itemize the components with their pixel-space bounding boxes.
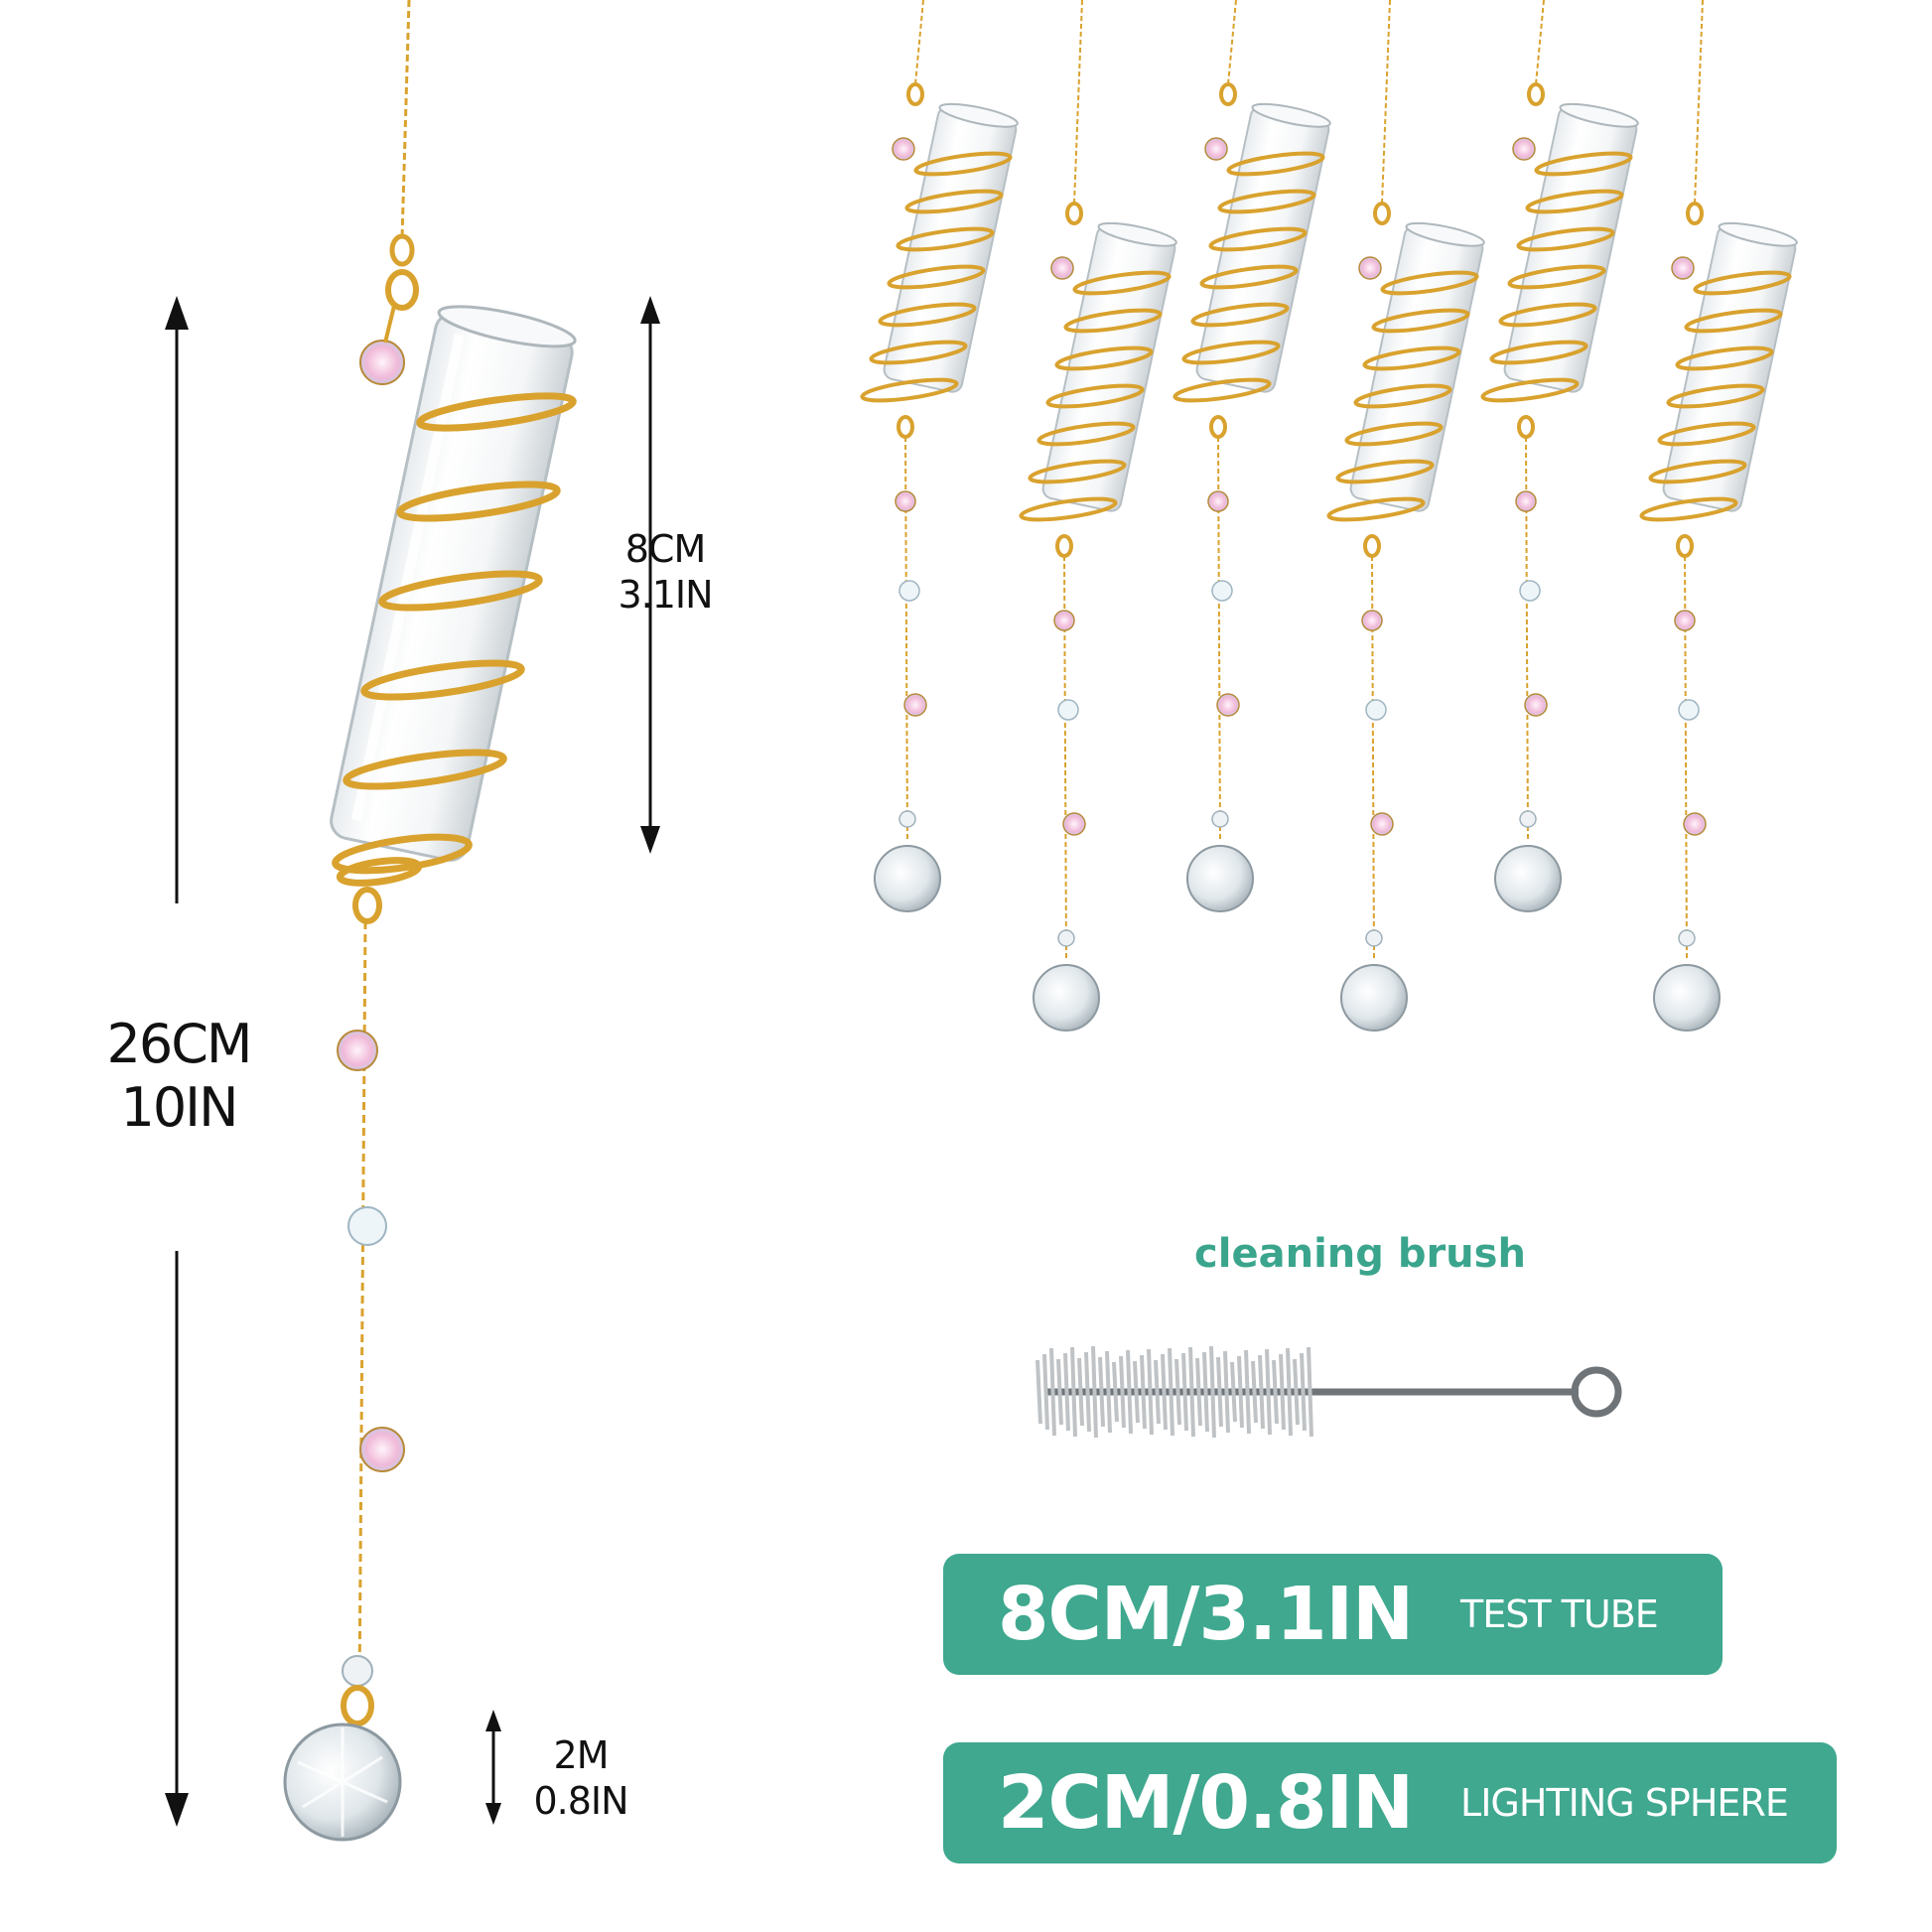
sphere-size-cm: 2M — [553, 1733, 610, 1777]
main-bead-4 — [342, 1655, 373, 1687]
pendant-2 — [1019, 0, 1177, 1032]
tube-length-cm: 8CM — [624, 527, 707, 571]
main-bead-3 — [359, 1427, 405, 1472]
spec-sphere-label: LIGHTING SPHERE — [1460, 1781, 1789, 1825]
main-top-chain — [400, 0, 411, 239]
spec-pill-sphere: 2CM/0.8IN LIGHTING SPHERE — [943, 1742, 1837, 1863]
overall-length-arrow — [165, 296, 189, 1827]
main-test-tube — [330, 305, 577, 862]
tube-length-label: 8CM 3.1IN — [596, 526, 735, 618]
pendant-set — [860, 0, 1798, 1032]
tube-length-arrow — [640, 296, 660, 854]
cleaning-brush-image — [1035, 1345, 1622, 1439]
spec-sphere-size: 2CM/0.8IN — [998, 1760, 1414, 1846]
main-spiral-wire — [332, 392, 577, 887]
main-pendant — [283, 0, 577, 1842]
overall-length-in: 10IN — [120, 1076, 238, 1139]
tube-length-in: 3.1IN — [618, 573, 713, 617]
pendant-4 — [1326, 0, 1485, 1032]
pendant-3 — [1173, 0, 1331, 912]
sphere-size-arrow — [485, 1710, 501, 1825]
overall-length-label: 26CM 10IN — [89, 1013, 268, 1140]
main-bead-1 — [337, 1030, 378, 1071]
dimension-arrows — [165, 296, 660, 1827]
pendant-6 — [1639, 0, 1798, 1032]
sphere-size-label: 2M 0.8IN — [521, 1732, 640, 1824]
sphere-size-in: 0.8IN — [533, 1779, 628, 1823]
spec-tube-size: 8CM/3.1IN — [998, 1572, 1414, 1657]
spec-pill-tube: 8CM/3.1IN TEST TUBE — [943, 1554, 1723, 1675]
main-top-bead — [359, 340, 405, 385]
main-bead-2 — [347, 1206, 387, 1246]
spec-tube-label: TEST TUBE — [1460, 1592, 1659, 1636]
brush-loop — [1571, 1366, 1622, 1418]
overall-length-cm: 26CM — [106, 1013, 252, 1075]
pendant-1 — [860, 0, 1019, 912]
brush-title: cleaning brush — [1194, 1231, 1526, 1277]
pendant-5 — [1480, 0, 1639, 912]
